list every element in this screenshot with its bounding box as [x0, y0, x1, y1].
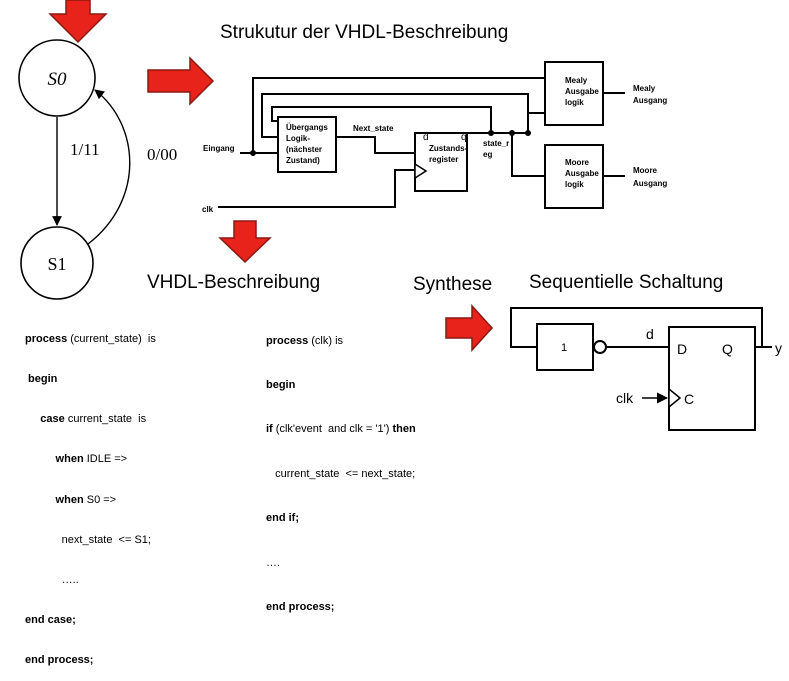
- svg-text:Zustands-: Zustands-: [429, 144, 468, 153]
- block-mealy-logik: [544, 61, 604, 126]
- state-reg-label-2: eg: [483, 150, 492, 159]
- block-moore-text: Moore Ausgabe logik: [565, 158, 599, 189]
- d-flipflop: [668, 326, 756, 431]
- arrow-right-structure-icon: [147, 56, 215, 106]
- code-line: process (current_state) is: [25, 332, 156, 345]
- block-uebergangslogik: [277, 116, 337, 173]
- next-state-label: Next_state: [353, 124, 394, 133]
- arrow-down-top-icon: [48, 0, 108, 44]
- block-mealy-text: Mealy Ausgabe logik: [565, 76, 599, 107]
- input-label: Eingang: [203, 144, 235, 153]
- svg-text:Logik-: Logik-: [286, 134, 310, 143]
- heading-synthese: Synthese: [413, 274, 492, 295]
- inverter-bubble: [593, 340, 607, 354]
- code-line: if (clk'event and clk = '1') then: [266, 423, 416, 436]
- code-line: when S0 =>: [25, 493, 117, 506]
- code-line: end process;: [25, 654, 94, 667]
- block-zustandsregister-text: Zustands- register: [429, 144, 468, 164]
- transition-label-0-00: 0/00: [147, 145, 177, 164]
- svg-text:Ausgang: Ausgang: [633, 96, 667, 105]
- transition-label-1-11: 1/11: [70, 140, 100, 159]
- block-zustandsregister: [414, 132, 468, 192]
- junction-dots: [250, 130, 531, 156]
- state-s1-label: S1: [47, 254, 66, 274]
- code-block-combinational: process (current_state) is begin case cu…: [25, 306, 156, 681]
- state-s0-label: S0: [48, 69, 68, 90]
- code-line: …..: [25, 574, 79, 587]
- clk-label: clk: [202, 205, 214, 214]
- sequential-circuit: [510, 307, 772, 431]
- svg-text:Moore: Moore: [565, 158, 590, 167]
- svg-text:register: register: [429, 155, 458, 164]
- code-line: current_state <= next_state;: [266, 467, 416, 480]
- code-line: begin: [266, 378, 296, 391]
- structure-title: Strukutur der VHDL-Beschreibung: [220, 22, 508, 43]
- code-block-sequential: process (clk) is begin if (clk'event and…: [266, 304, 416, 630]
- ff-d-label: D: [677, 341, 687, 357]
- arrow-down-vhdl-icon: [218, 220, 272, 264]
- state-s1: [20, 226, 94, 300]
- clock-input-triangle: [414, 162, 428, 180]
- structure-diagram: [218, 61, 625, 209]
- code-line: next_state <= S1;: [25, 533, 151, 546]
- code-line: end process;: [266, 600, 335, 613]
- block-moore-logik: [544, 144, 604, 209]
- block-uebergangslogik-text: Übergangs Logik- (nächster Zustand): [286, 123, 328, 165]
- mealy-output-label: Mealy Ausgang: [633, 84, 667, 105]
- heading-sequentielle-schaltung: Sequentielle Schaltung: [529, 272, 723, 293]
- arrow-right-synthese-icon: [445, 304, 494, 352]
- code-line: case current_state is: [25, 413, 147, 426]
- moore-output-label: Moore Ausgang: [633, 166, 667, 188]
- reg-q-label: q: [461, 132, 467, 143]
- svg-text:Ausgang: Ausgang: [633, 179, 667, 188]
- svg-text:logik: logik: [565, 98, 584, 107]
- gate-label: 1: [561, 342, 567, 354]
- ff-q-label: Q: [722, 341, 733, 357]
- state-s0: [18, 39, 96, 117]
- output-y-label: y: [775, 340, 782, 356]
- svg-text:logik: logik: [565, 180, 584, 189]
- code-line: process (clk) is: [266, 334, 344, 347]
- d-wire-label: d: [646, 326, 654, 342]
- code-line: end if;: [266, 512, 299, 525]
- code-line: begin: [25, 373, 58, 386]
- state-reg-label: state_r: [483, 139, 509, 148]
- fsm-diagram: S0 S1 1/11 0/00: [18, 39, 177, 300]
- heading-vhdl: VHDL-Beschreibung: [147, 272, 320, 293]
- ff-clock-triangle: [668, 387, 682, 409]
- ff-c-label: C: [684, 391, 694, 407]
- svg-text:Ausgabe: Ausgabe: [565, 87, 599, 96]
- code-line: ….: [266, 556, 281, 569]
- svg-text:Ausgabe: Ausgabe: [565, 169, 599, 178]
- reg-d-label: d: [423, 132, 429, 143]
- svg-text:Mealy: Mealy: [565, 76, 588, 85]
- code-line: when IDLE =>: [25, 453, 128, 466]
- code-line: end case;: [25, 614, 76, 627]
- transition-s1-s0: [87, 89, 131, 245]
- svg-text:Übergangs: Übergangs: [286, 123, 328, 132]
- svg-text:Zustand): Zustand): [286, 156, 320, 165]
- svg-text:Moore: Moore: [633, 166, 658, 175]
- svg-text:(nächster: (nächster: [286, 145, 322, 154]
- svg-text:Mealy: Mealy: [633, 84, 656, 93]
- inverter-gate: [536, 323, 594, 371]
- circuit-clk-label: clk: [616, 390, 634, 406]
